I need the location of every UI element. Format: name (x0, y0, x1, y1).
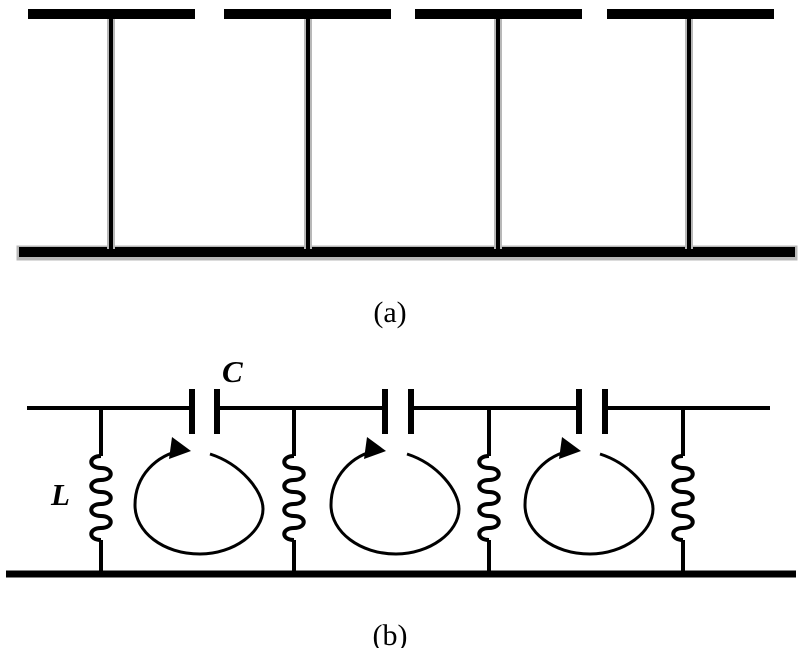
inductor-coil (89, 454, 113, 542)
capacitor (189, 389, 220, 434)
inductor (282, 408, 306, 574)
current-loop (523, 437, 655, 556)
ladder-cell (28, 9, 195, 249)
loop-path (523, 448, 655, 556)
inductor-coil (477, 454, 501, 542)
inductor (477, 408, 501, 574)
panel-a-caption: (a) (373, 296, 407, 329)
loop-path (133, 448, 265, 556)
current-loop (133, 437, 265, 556)
capacitor (382, 389, 414, 434)
ladder-cell (607, 9, 774, 249)
current-loop (329, 437, 461, 556)
loop-arrowhead (364, 437, 386, 459)
panel-b-caption: (b) (372, 619, 408, 648)
inductor-coil (282, 454, 306, 542)
panel-a-ladder (16, 9, 798, 261)
ladder-cell (224, 9, 391, 249)
ladder-cell (415, 9, 582, 249)
inductor-coil (671, 454, 695, 542)
loop-path (329, 448, 461, 556)
inductor (89, 408, 113, 574)
capacitor (576, 389, 608, 434)
inductor-label: L (51, 477, 70, 512)
panel-b-circuit (6, 389, 796, 578)
inductor (671, 408, 695, 574)
loop-arrowhead (169, 437, 191, 459)
loop-arrowhead (559, 437, 581, 459)
capacitor-label: C (222, 354, 243, 389)
